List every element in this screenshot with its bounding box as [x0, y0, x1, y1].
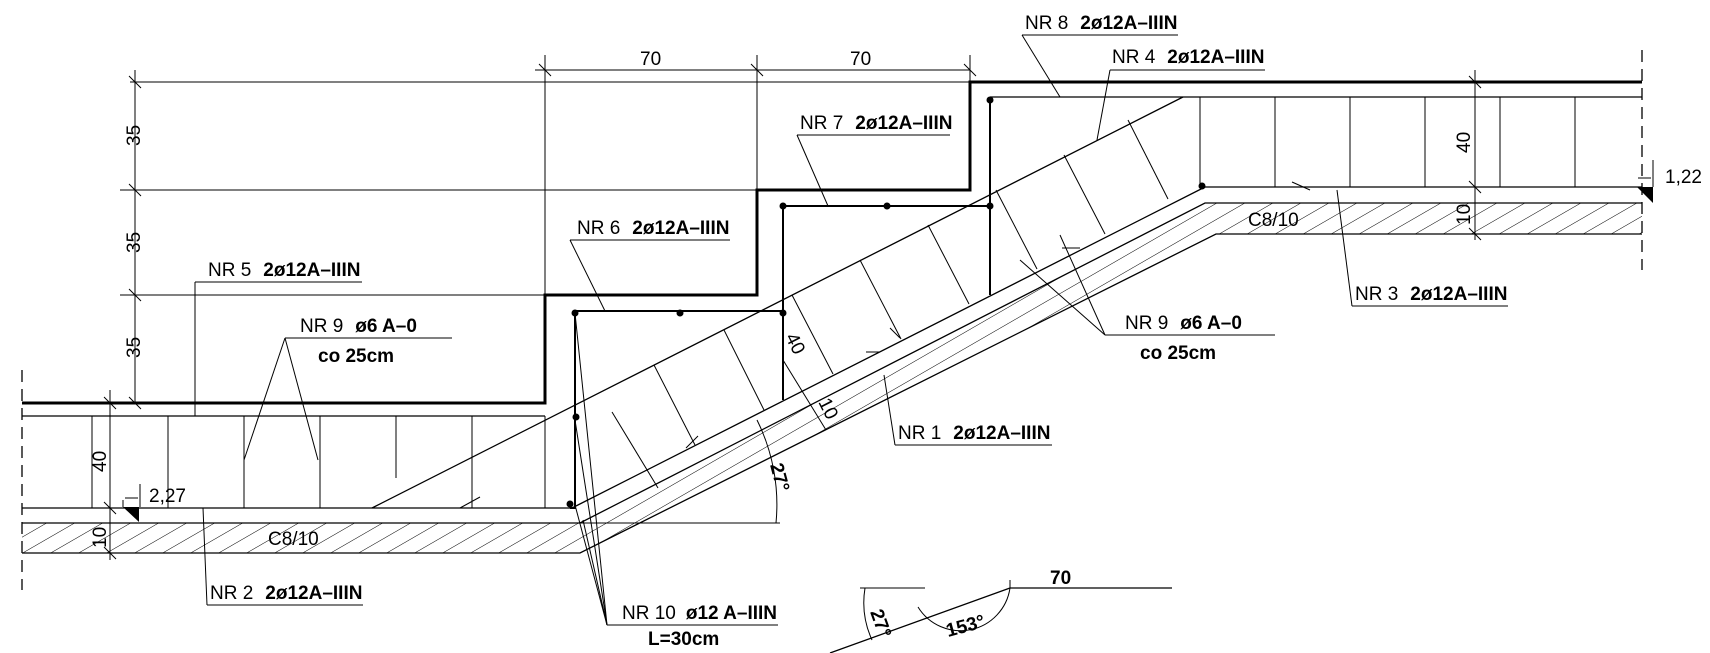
dim-35-bottom: 35	[124, 337, 145, 358]
level-mark-left	[122, 484, 141, 522]
concrete-class-left: C8/10	[268, 529, 319, 550]
level-right-value: 1,22	[1665, 167, 1702, 188]
dim-40-left: 40	[90, 451, 111, 472]
dim-35-mid: 35	[124, 232, 145, 253]
dim-35-top: 35	[124, 125, 145, 146]
stirrups-flat-right	[1199, 97, 1576, 187]
stirrups-flat-left	[91, 416, 546, 508]
angle-detail	[829, 580, 1172, 653]
rebars	[566, 96, 1206, 509]
dim-70-left: 70	[640, 49, 661, 70]
level-mark-right	[1637, 160, 1654, 203]
level-left-value: 2,27	[149, 486, 186, 507]
dim-40-right: 40	[1454, 132, 1475, 153]
nr9-left-note: co 25cm	[318, 346, 394, 367]
dimension-lines	[100, 55, 1485, 560]
angle-153-detail: 153°	[944, 611, 987, 641]
dim-10-right: 10	[1454, 204, 1475, 225]
nr10-note: L=30cm	[648, 629, 719, 650]
nr9-right-note: co 25cm	[1140, 343, 1216, 364]
dim-40-slope: 40	[781, 330, 809, 358]
angle-27-label: 27°	[765, 461, 793, 494]
dim-70-right: 70	[850, 49, 871, 70]
dim-10-left: 10	[90, 527, 111, 548]
concrete-class-right: C8/10	[1248, 210, 1299, 231]
stirrups-slope	[459, 119, 1311, 509]
dim-70-detail: 70	[1050, 568, 1071, 589]
lean-concrete-layer	[22, 202, 1642, 554]
leader-lines	[194, 34, 1508, 626]
